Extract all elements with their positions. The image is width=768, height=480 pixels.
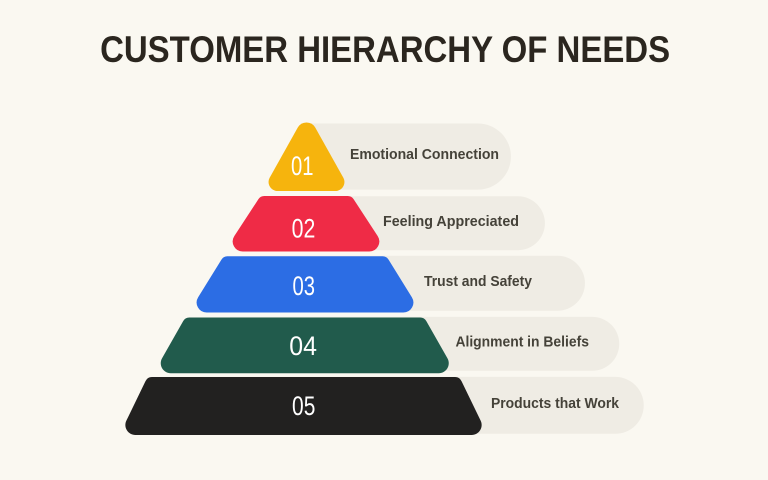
- svg-text:02: 02: [292, 214, 316, 244]
- svg-text:Feeling Appreciated: Feeling Appreciated: [383, 214, 519, 230]
- svg-text:03: 03: [293, 271, 316, 301]
- svg-text:Products that Work: Products that Work: [491, 396, 620, 412]
- svg-text:Emotional Connection: Emotional Connection: [350, 147, 499, 163]
- svg-text:04: 04: [289, 331, 317, 361]
- svg-text:CUSTOMER HIERARCHY OF NEEDS: CUSTOMER HIERARCHY OF NEEDS: [100, 28, 670, 70]
- svg-text:01: 01: [291, 151, 314, 181]
- svg-text:Trust and Safety: Trust and Safety: [424, 274, 532, 290]
- svg-text:05: 05: [292, 391, 315, 421]
- svg-text:Alignment in Beliefs: Alignment in Beliefs: [455, 335, 589, 351]
